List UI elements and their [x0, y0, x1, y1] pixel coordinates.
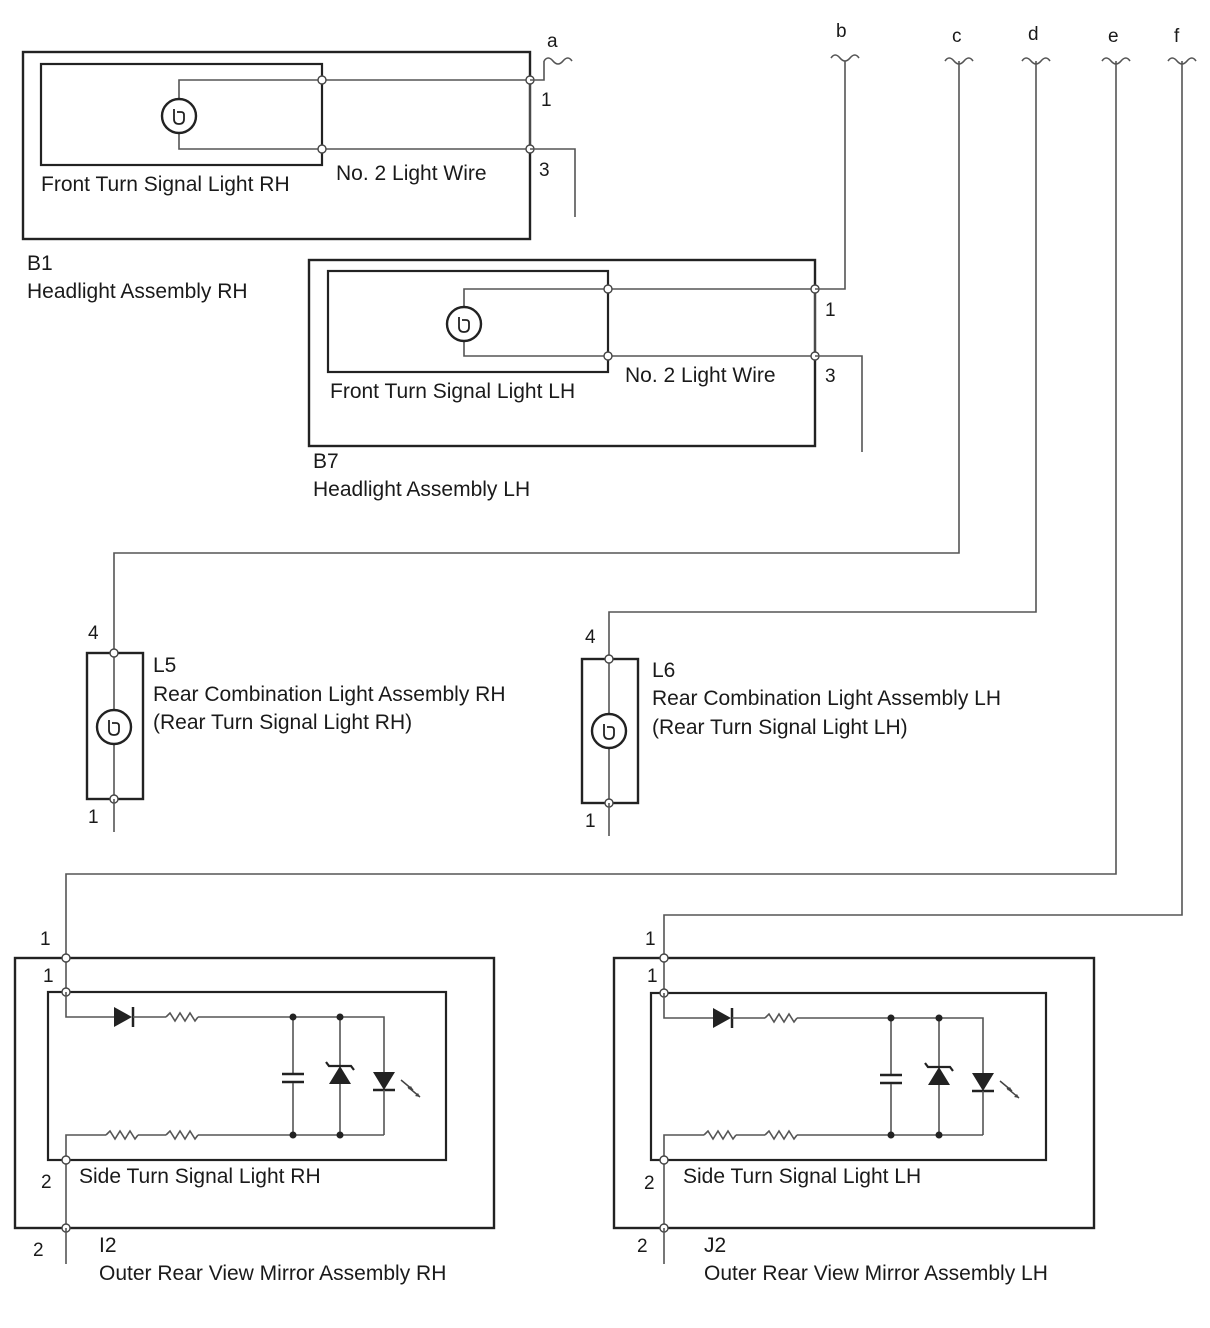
wire-break-a [543, 57, 573, 65]
b7-inner-box [326, 269, 610, 374]
l6-pin-4: 4 [585, 627, 596, 648]
j2-diode-icon [713, 1008, 731, 1028]
wire-end-a: a [547, 31, 558, 52]
wire-end-f: f [1174, 26, 1180, 47]
b7-bulb-icon [445, 305, 483, 343]
i2-outer-box [13, 956, 496, 1230]
j2-name: Outer Rear View Mirror Assembly LH [704, 1262, 1048, 1285]
wire-end-b: b [836, 21, 847, 42]
b7-wire-label: No. 2 Light Wire [625, 364, 776, 387]
b7-bulb-label: Front Turn Signal Light LH [330, 380, 575, 403]
wire-end-d: d [1028, 24, 1039, 45]
j2-outer-rear-view-mirror-lh: 1 1 2 2 Side Turn Signal Light LH J2 Out… [612, 929, 1096, 1285]
b1-pin-3: 3 [539, 160, 550, 181]
i2-inner-label: Side Turn Signal Light RH [79, 1165, 321, 1188]
i2-ground-icon [56, 1266, 76, 1276]
wire-break-b [830, 54, 860, 62]
b1-bulb-label: Front Turn Signal Light RH [41, 173, 290, 196]
j2-ground-icon [654, 1266, 674, 1276]
wire-d [608, 61, 1037, 659]
wire-end-c: c [952, 26, 962, 47]
j2-capacitor-icon [880, 1073, 902, 1085]
l6-rear-combination-light-lh: 4 1 L6 Rear Combination Light Assembly L… [580, 627, 1001, 848]
b7-code: B7 [313, 450, 339, 473]
j2-resistor-1-icon [764, 1012, 798, 1024]
wire-end-e: e [1108, 26, 1119, 47]
i2-inner-box [46, 990, 448, 1162]
l6-sub: (Rear Turn Signal Light LH) [652, 716, 908, 739]
b7-headlight-assembly-lh: Front Turn Signal Light LH No. 2 Light W… [307, 61, 872, 501]
i2-diode-icon [114, 1007, 132, 1027]
i2-pin-inner-2: 2 [41, 1172, 52, 1193]
l5-pin-1: 1 [88, 807, 99, 828]
l6-bulb-icon [590, 712, 628, 750]
l5-sub: (Rear Turn Signal Light RH) [153, 711, 412, 734]
j2-pin-inner-2: 2 [644, 1173, 655, 1194]
j2-led-icon [972, 1073, 1020, 1099]
b1-pin-1: 1 [541, 90, 552, 111]
i2-name: Outer Rear View Mirror Assembly RH [99, 1262, 446, 1285]
b7-name: Headlight Assembly LH [313, 478, 530, 501]
j2-inner-label: Side Turn Signal Light LH [683, 1165, 921, 1188]
l6-pin-1: 1 [585, 811, 596, 832]
j2-inner-box [649, 991, 1048, 1162]
i2-capacitor-icon [282, 1072, 304, 1084]
b1-ground-icon [565, 219, 585, 229]
wire-f [663, 61, 1183, 957]
l6-ground-icon [599, 838, 619, 848]
j2-zener-diode-icon [924, 1062, 954, 1085]
i2-outer-rear-view-mirror-rh: 1 1 2 2 Side Turn Signal Light RH I2 Out… [13, 929, 496, 1285]
j2-pin-outer-2: 2 [637, 1236, 648, 1257]
l5-pin-4: 4 [88, 623, 99, 644]
i2-resistor-1-icon [165, 1011, 199, 1023]
b1-code: B1 [27, 252, 53, 275]
wire-e [65, 61, 1117, 957]
i2-pin-outer-1: 1 [40, 929, 51, 950]
i2-code: I2 [99, 1234, 117, 1257]
l6-name: Rear Combination Light Assembly LH [652, 687, 1001, 710]
b1-name: Headlight Assembly RH [27, 280, 248, 303]
j2-code: J2 [704, 1234, 726, 1257]
b1-wire-label: No. 2 Light Wire [336, 162, 487, 185]
l5-code: L5 [153, 654, 176, 677]
j2-resistor-2-icon [703, 1129, 737, 1141]
l6-code: L6 [652, 659, 675, 682]
j2-pin-inner-1: 1 [647, 966, 658, 987]
i2-resistor-2-icon [105, 1129, 139, 1141]
l5-name: Rear Combination Light Assembly RH [153, 683, 506, 706]
i2-resistor-3-icon [165, 1129, 199, 1141]
b7-pin-1: 1 [825, 300, 836, 321]
i2-pin-inner-1: 1 [43, 966, 54, 987]
wire-c [113, 61, 960, 653]
l5-bulb-icon [95, 708, 133, 746]
j2-resistor-3-icon [764, 1129, 798, 1141]
b1-inner-box [39, 62, 324, 167]
b7-ground-icon [852, 454, 872, 464]
j2-outer-box [612, 956, 1096, 1230]
l5-rear-combination-light-rh: 4 1 L5 Rear Combination Light Assembly R… [85, 623, 506, 844]
b7-outer-box [307, 258, 817, 448]
j2-pin-outer-1: 1 [645, 929, 656, 950]
b1-bulb-icon [160, 97, 198, 135]
i2-led-icon [373, 1072, 421, 1098]
b1-headlight-assembly-rh: Front Turn Signal Light RH No. 2 Light W… [21, 50, 585, 303]
i2-zener-diode-icon [325, 1061, 355, 1084]
l5-ground-icon [104, 834, 124, 844]
b7-pin-3: 3 [825, 366, 836, 387]
i2-pin-outer-2: 2 [33, 1240, 44, 1261]
